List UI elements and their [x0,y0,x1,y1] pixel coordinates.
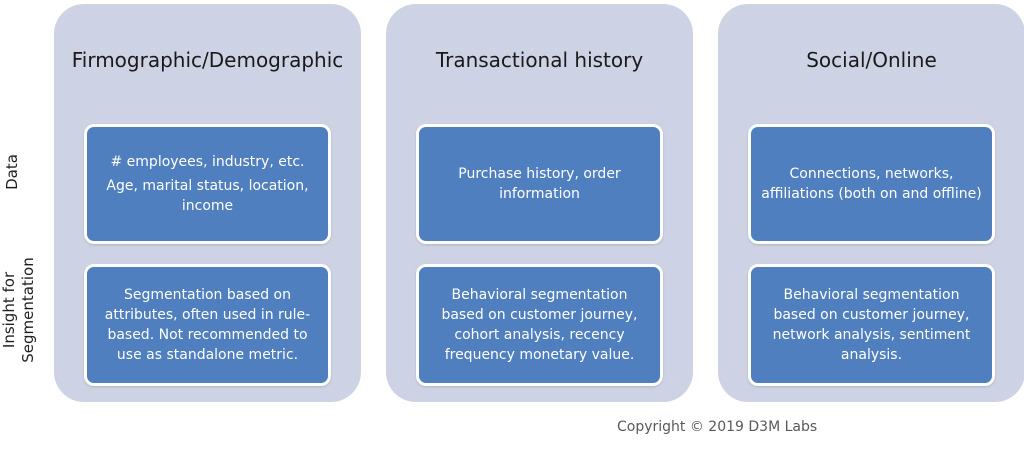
row-label-insight: Insight for Segmentation [0,250,40,370]
column-social-online: Social/Online Connections, networks, aff… [718,4,1024,402]
column-transactional: Transactional history Purchase history, … [386,4,693,402]
insight-text: Segmentation based on attributes, often … [104,287,311,363]
data-line: Connections, networks, affiliations (bot… [761,166,982,202]
column-firmographic: Firmographic/Demographic # employees, in… [54,4,361,402]
data-box: Connections, networks, affiliations (bot… [748,124,995,244]
column-title: Transactional history [435,48,644,72]
insight-text: Behavioral segmentation based on custome… [441,287,638,363]
row-label-insight-line1: Insight for [0,271,18,349]
data-line: Purchase history, order information [458,166,621,202]
column-title: Firmographic/Demographic [71,48,344,72]
data-line: Age, marital status, location, income [106,178,309,214]
insight-box: Segmentation based on attributes, often … [84,264,331,386]
row-label-data-text: Data [3,154,21,190]
insight-box: Behavioral segmentation based on custome… [748,264,995,386]
insight-box: Behavioral segmentation based on custome… [416,264,663,386]
data-box: # employees, industry, etc. Age, marital… [84,124,331,244]
insight-text: Behavioral segmentation based on custome… [772,287,971,363]
row-label-data: Data [3,147,23,197]
row-label-insight-line2: Segmentation [19,257,37,363]
copyright-text: Copyright © 2019 D3M Labs [617,419,818,435]
data-box: Purchase history, order information [416,124,663,244]
column-title: Social/Online [806,48,937,72]
data-line: # employees, industry, etc. [110,154,305,170]
